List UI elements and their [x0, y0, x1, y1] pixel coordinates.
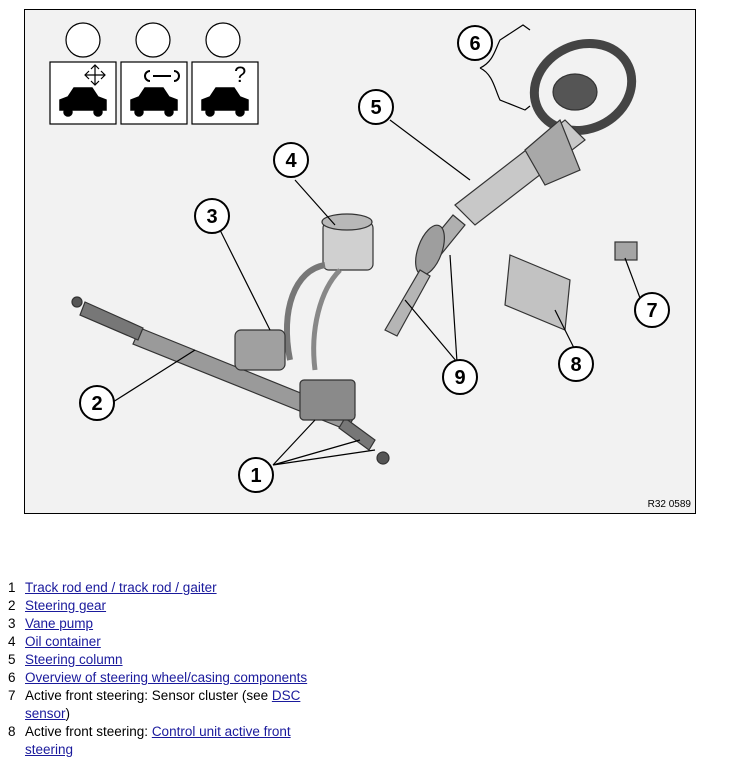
callouts: 1 2 3 4 5 6 7 8 9 — [79, 25, 670, 493]
callout-3: 3 — [194, 198, 230, 234]
steering-column-link[interactable]: Steering column — [25, 652, 123, 667]
svg-text:8: 8 — [570, 354, 581, 376]
legend-number: 7 — [8, 688, 16, 703]
car-icon — [59, 87, 107, 117]
legend-text: Active front steering: Sensor cluster (s… — [25, 688, 272, 703]
callout-4: 4 — [273, 142, 309, 178]
legend-list: 1 Track rod end / track rod / gaiter 2 S… — [8, 579, 338, 759]
legend-item: 5 Steering column — [8, 651, 338, 669]
track-rod-link[interactable]: Track rod end / track rod / gaiter — [25, 580, 217, 595]
dsc-sensor-link[interactable]: DSC sensor — [25, 688, 301, 721]
svg-text:5: 5 — [370, 97, 381, 119]
legend-text: Active front steering: — [25, 724, 152, 739]
legend-number: 4 — [8, 634, 16, 649]
svg-text:2: 2 — [91, 393, 102, 415]
svg-text:3: 3 — [206, 206, 217, 228]
legend-number: 3 — [8, 616, 16, 631]
steering-gear-link[interactable]: Steering gear — [25, 598, 107, 613]
control-unit — [504, 254, 571, 331]
move-arrows-icon — [84, 64, 106, 86]
legend-number: 2 — [8, 598, 16, 613]
legend-text: ) — [65, 706, 71, 721]
svg-text:6: 6 — [469, 33, 480, 55]
svg-text:7: 7 — [646, 300, 657, 322]
legend-number: 5 — [8, 652, 16, 667]
question-symbol: ? — [234, 62, 246, 87]
leader-lines — [112, 24, 641, 466]
diagram-drawing: ? — [49, 22, 670, 493]
callout-1: 1 — [238, 457, 274, 493]
legend-item: 1 Track rod end / track rod / gaiter — [8, 579, 338, 597]
control-unit-link[interactable]: Control unit active front steering — [25, 724, 291, 757]
svg-text:9: 9 — [454, 367, 465, 389]
steering-wheel — [529, 38, 637, 136]
callout-5: 5 — [358, 89, 394, 125]
callout-9: 9 — [442, 359, 478, 395]
sensor-cluster — [614, 241, 638, 261]
legend-item: 6 Overview of steering wheel/casing comp… — [8, 669, 338, 687]
legend-item: 8 Active front steering: Control unit ac… — [8, 723, 338, 759]
steering-wheel-overview-link[interactable]: Overview of steering wheel/casing compon… — [25, 670, 308, 685]
oil-container-link[interactable]: Oil container — [25, 634, 101, 649]
legend-item: 4 Oil container — [8, 633, 338, 651]
legend-item: 3 Vane pump — [8, 615, 338, 633]
legend-number: 8 — [8, 724, 16, 739]
callout-6: 6 — [457, 25, 493, 61]
wrench-icon — [144, 70, 180, 82]
callout-2: 2 — [79, 385, 115, 421]
car-icon — [201, 87, 249, 117]
legend-item: 2 Steering gear — [8, 597, 338, 615]
svg-text:4: 4 — [285, 150, 297, 172]
vane-pump-link[interactable]: Vane pump — [25, 616, 94, 631]
svg-text:1: 1 — [250, 465, 261, 487]
callout-7: 7 — [634, 292, 670, 328]
legend-number: 1 — [8, 580, 16, 595]
figure-code: R32 0589 — [647, 499, 691, 510]
legend-number: 6 — [8, 670, 16, 685]
symbol-group — [49, 22, 259, 125]
vane-pump — [234, 329, 286, 371]
steering-diagram: ? — [24, 9, 696, 514]
legend-item: 7 Active front steering: Sensor cluster … — [8, 687, 338, 723]
callout-8: 8 — [558, 346, 594, 382]
car-icon — [130, 87, 178, 117]
